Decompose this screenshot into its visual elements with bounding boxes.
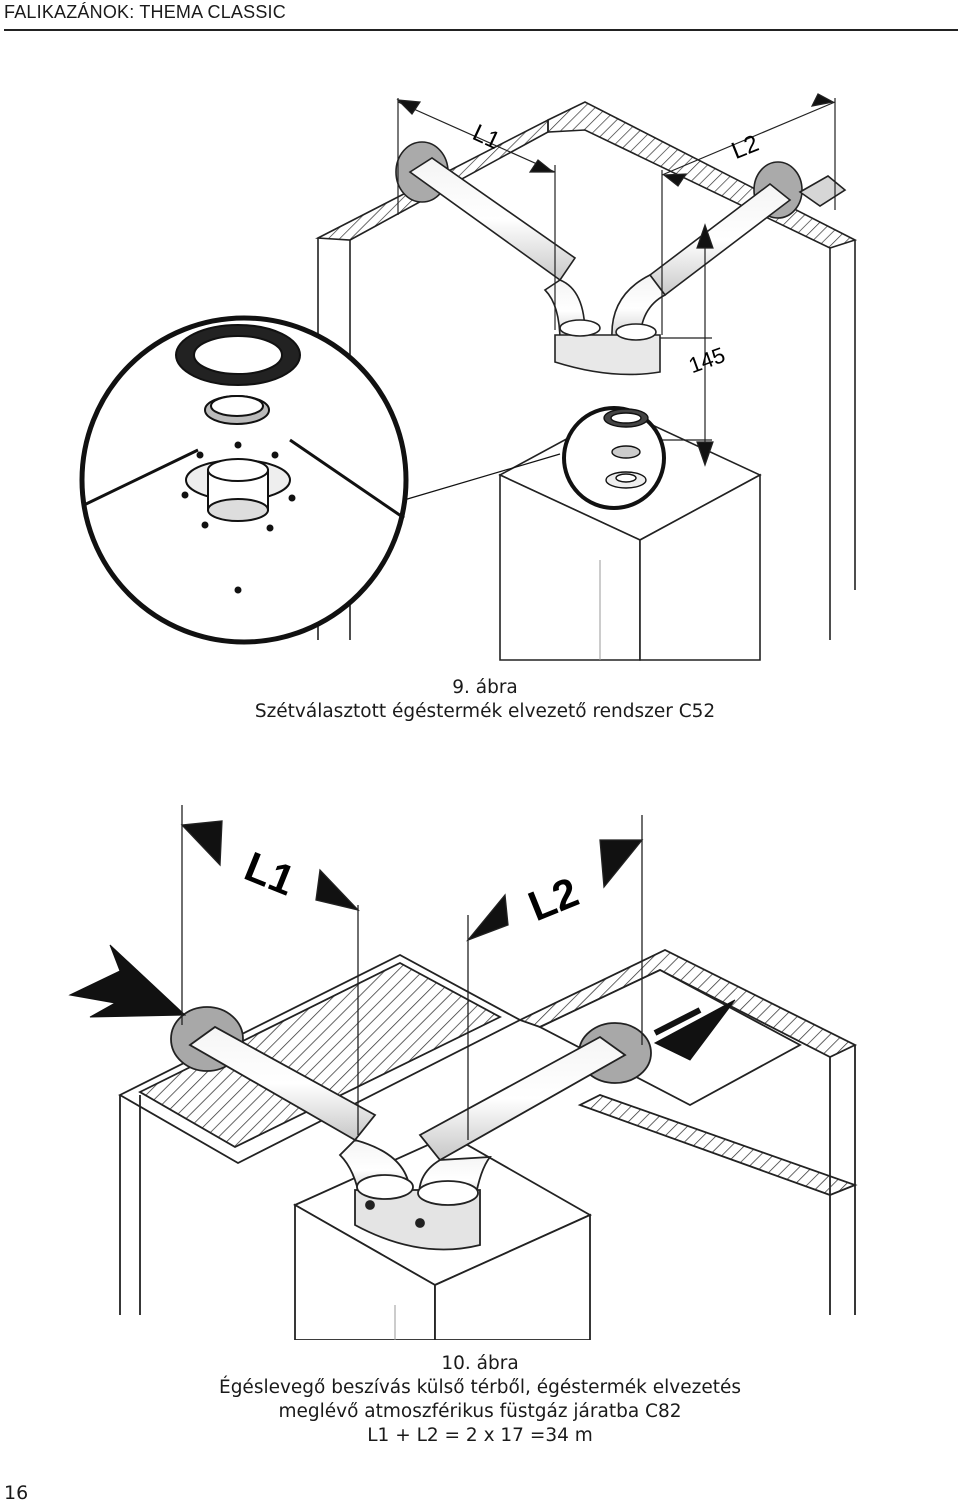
dimension-lines	[180, 805, 644, 1140]
detail-bolt-holes	[181, 441, 296, 594]
figure-9-drawing: L1 L2 145	[79, 93, 858, 661]
pipe-adapter	[354, 1174, 481, 1251]
page-number: 16	[4, 1482, 29, 1504]
dimension-label-l1: L1	[238, 843, 301, 905]
figure-10-line-3: L1 + L2 = 2 x 17 =34 m	[367, 1425, 593, 1446]
pipe-adapter	[554, 319, 661, 376]
figure-9-title: Szétválasztott égéstermék elvezető rends…	[254, 701, 716, 722]
figure-10-line-2: meglévő atmoszférikus füstgáz járatba C8…	[278, 1401, 682, 1422]
dimension-label-l2: L2	[522, 868, 585, 930]
airflow-arrows	[68, 944, 736, 1061]
detail-flange-ring	[175, 324, 301, 522]
dimension-lines	[396, 93, 836, 467]
figure-10-number: 10. ábra	[441, 1353, 519, 1374]
dimension-label-145: 145	[685, 342, 728, 378]
header-title: FALIKAZÁNOK: THEMA CLASSIC	[4, 2, 286, 22]
page-header: FALIKAZÁNOK: THEMA CLASSIC	[4, 2, 958, 31]
figure-10-line-1: Égéslevegő beszívás külső térből, égéste…	[219, 1377, 741, 1398]
figure-9-number: 9. ábra	[452, 677, 518, 698]
figure-10-drawing: L1 L2	[68, 805, 858, 1340]
figure-9-caption: 9. ábra Szétválasztott égéstermék elveze…	[5, 676, 960, 724]
detail-small-parts	[603, 408, 649, 489]
figure-10-caption: 10. ábra Égéslevegő beszívás külső térbő…	[0, 1352, 960, 1448]
pipe-left	[395, 141, 586, 344]
